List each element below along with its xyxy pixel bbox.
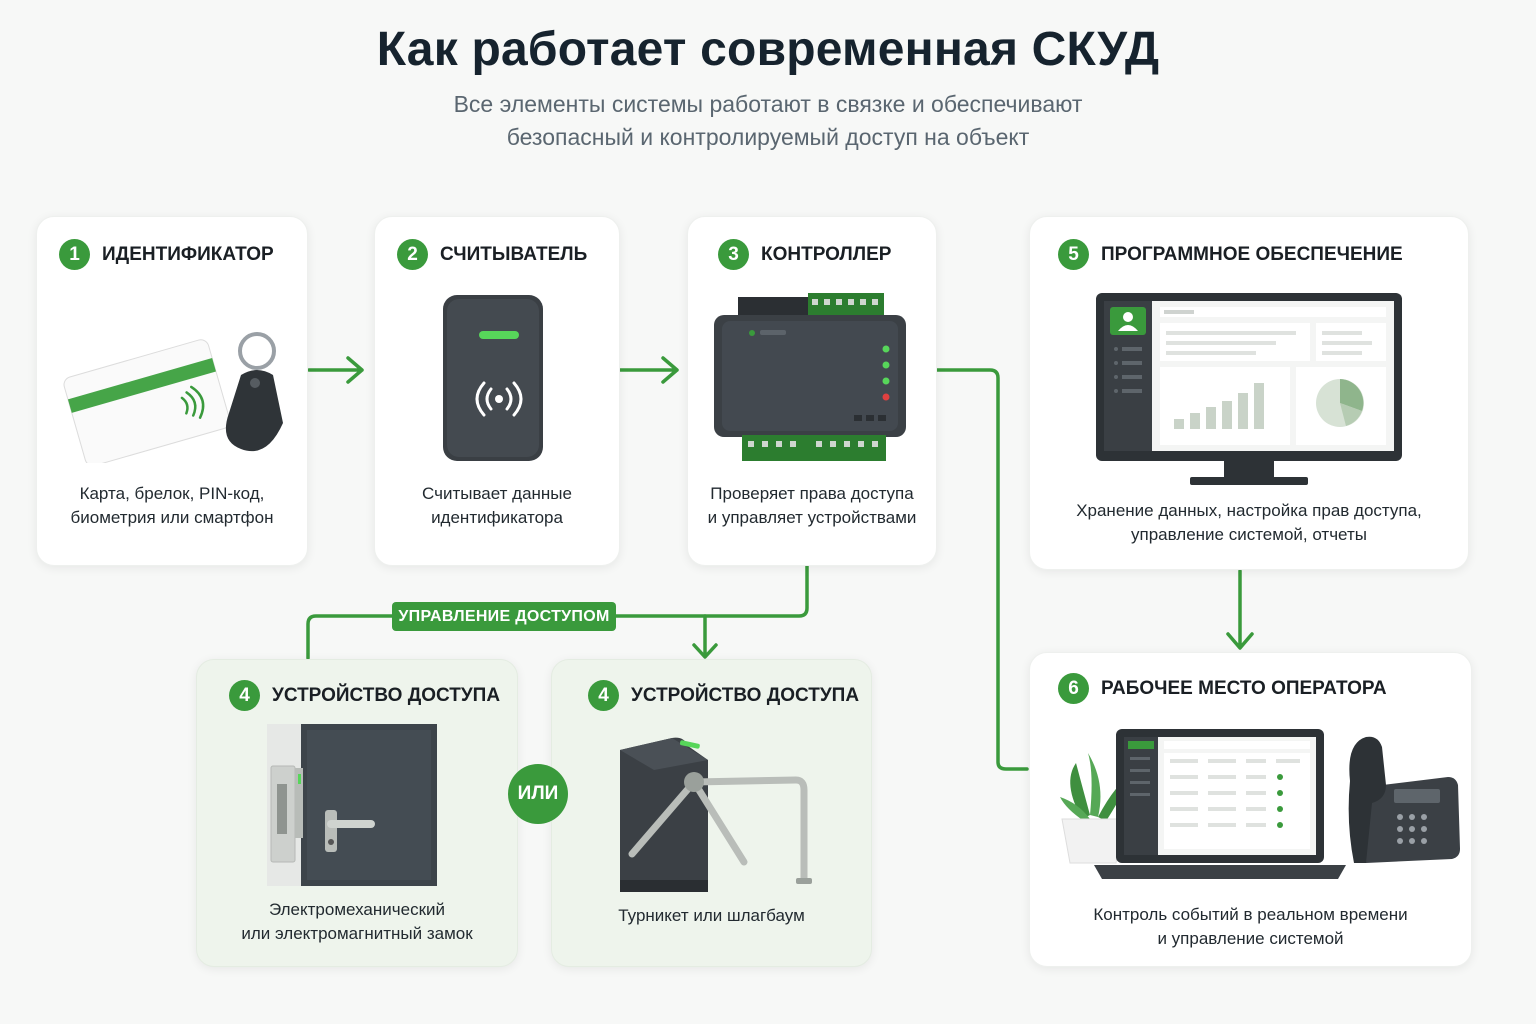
card-operator: 6 РАБОЧЕЕ МЕСТО ОПЕРАТОРА	[1029, 652, 1472, 967]
card-access-lock: 4 УСТРОЙСТВО ДОСТУПА Электромеханический…	[196, 659, 518, 967]
card-reader-header: 2 СЧИТЫВАТЕЛЬ	[397, 239, 587, 270]
card-turnstile-desc-line-1: Турникет или шлагбаум	[618, 906, 805, 925]
card-controller-description: Проверяет права доступа и управляет устр…	[688, 482, 936, 530]
card-identifier-description: Карта, брелок, PIN-код, биометрия или см…	[37, 482, 307, 530]
card-operator-desc-line-2: и управление системой	[1157, 929, 1344, 948]
controller-board-icon	[714, 293, 906, 461]
card-identifier-title: ИДЕНТИФИКАТОР	[102, 243, 274, 265]
card-reader-description: Считывает данные идентификатора	[375, 482, 619, 530]
access-control-label: УПРАВЛЕНИЕ ДОСТУПОМ	[392, 602, 616, 631]
card-reader-desc-line-1: Считывает данные	[422, 484, 572, 503]
card-controller-header: 3 КОНТРОЛЛЕР	[718, 239, 891, 270]
card-identifier-desc-line-2: биометрия или смартфон	[70, 508, 274, 527]
step-number-badge: 4	[229, 680, 260, 711]
card-lock-title: УСТРОЙСТВО ДОСТУПА	[272, 684, 501, 706]
monitor-dashboard-icon	[1096, 293, 1402, 485]
card-operator-desc-line-1: Контроль событий в реальном времени	[1093, 905, 1408, 924]
card-turnstile-title: УСТРОЙСТВО ДОСТУПА	[631, 684, 860, 706]
card-software-title: ПРОГРАММНОЕ ОБЕСПЕЧЕНИЕ	[1101, 243, 1403, 265]
subtitle-line-1: Все элементы системы работают в связке и…	[453, 91, 1083, 117]
card-lock-description: Электромеханический или электромагнитный…	[197, 898, 517, 946]
card-lock-desc-line-1: Электромеханический	[268, 900, 445, 919]
card-identifier: 1 ИДЕНТИФИКАТОР Карта, брелок, PIN-код, …	[36, 216, 308, 566]
step-number-badge: 6	[1058, 673, 1089, 704]
plant-icon	[1060, 753, 1132, 864]
card-software-desc-line-2: управление системой, отчеты	[1131, 525, 1367, 544]
card-turnstile-header: 4 УСТРОЙСТВО ДОСТУПА	[588, 680, 859, 711]
step-number-badge: 5	[1058, 239, 1089, 270]
laptop-phone-plant-icon	[1060, 729, 1460, 879]
arrow-identifier-to-reader	[307, 356, 364, 384]
card-software-description: Хранение данных, настройка прав доступа,…	[1030, 499, 1468, 547]
subtitle-line-2: безопасный и контролируемый доступ на об…	[506, 124, 1030, 150]
door-lock-icon	[267, 724, 437, 886]
card-operator-description: Контроль событий в реальном времени и уп…	[1030, 903, 1471, 951]
arrow-to-turnstile	[692, 614, 718, 659]
line-controller-to-operator	[935, 368, 1029, 771]
card-reader-icon	[443, 295, 543, 461]
desk-phone-icon	[1348, 736, 1460, 863]
card-identifier-desc-line-1: Карта, брелок, PIN-код,	[79, 484, 265, 503]
card-identifier-header: 1 ИДЕНТИФИКАТОР	[59, 239, 274, 270]
card-software: 5 ПРОГРАММНОЕ ОБЕСПЕЧЕНИЕ Хранение данны…	[1029, 216, 1469, 570]
card-reader-title: СЧИТЫВАТЕЛЬ	[440, 243, 588, 265]
card-and-keyfob-icon	[63, 332, 283, 463]
card-controller-title: КОНТРОЛЛЕР	[761, 243, 892, 265]
card-reader-desc-line-2: идентификатора	[431, 508, 563, 527]
card-software-desc-line-1: Хранение данных, настройка прав доступа,	[1076, 501, 1422, 520]
card-access-turnstile: 4 УСТРОЙСТВО ДОСТУПА Турникет или шлагба…	[551, 659, 872, 967]
page-subtitle: Все элементы системы работают в связке и…	[0, 88, 1536, 154]
card-controller: 3 КОНТРОЛЛЕР Проверяет права доступа и у…	[687, 216, 937, 566]
page-title: Как работает современная СКУД	[376, 23, 1160, 76]
card-turnstile-description: Турникет или шлагбаум	[552, 904, 871, 928]
step-number-badge: 2	[397, 239, 428, 270]
card-lock-desc-line-2: или электромагнитный замок	[241, 924, 473, 943]
step-number-badge: 1	[59, 239, 90, 270]
card-software-header: 5 ПРОГРАММНОЕ ОБЕСПЕЧЕНИЕ	[1058, 239, 1403, 270]
card-controller-desc-line-1: Проверяет права доступа	[710, 484, 914, 503]
or-badge: ИЛИ	[508, 764, 568, 824]
arrow-reader-to-controller	[618, 356, 679, 384]
laptop-icon	[1094, 729, 1346, 879]
card-operator-title: РАБОЧЕЕ МЕСТО ОПЕРАТОРА	[1101, 677, 1387, 699]
card-controller-desc-line-2: и управляет устройствами	[707, 508, 917, 527]
arrow-software-to-operator	[1226, 569, 1254, 650]
step-number-badge: 4	[588, 680, 619, 711]
card-lock-header: 4 УСТРОЙСТВО ДОСТУПА	[229, 680, 500, 711]
card-operator-header: 6 РАБОЧЕЕ МЕСТО ОПЕРАТОРА	[1058, 673, 1387, 704]
turnstile-icon	[620, 737, 812, 892]
step-number-badge: 3	[718, 239, 749, 270]
card-reader: 2 СЧИТЫВАТЕЛЬ Считывает данные идентифик…	[374, 216, 620, 566]
